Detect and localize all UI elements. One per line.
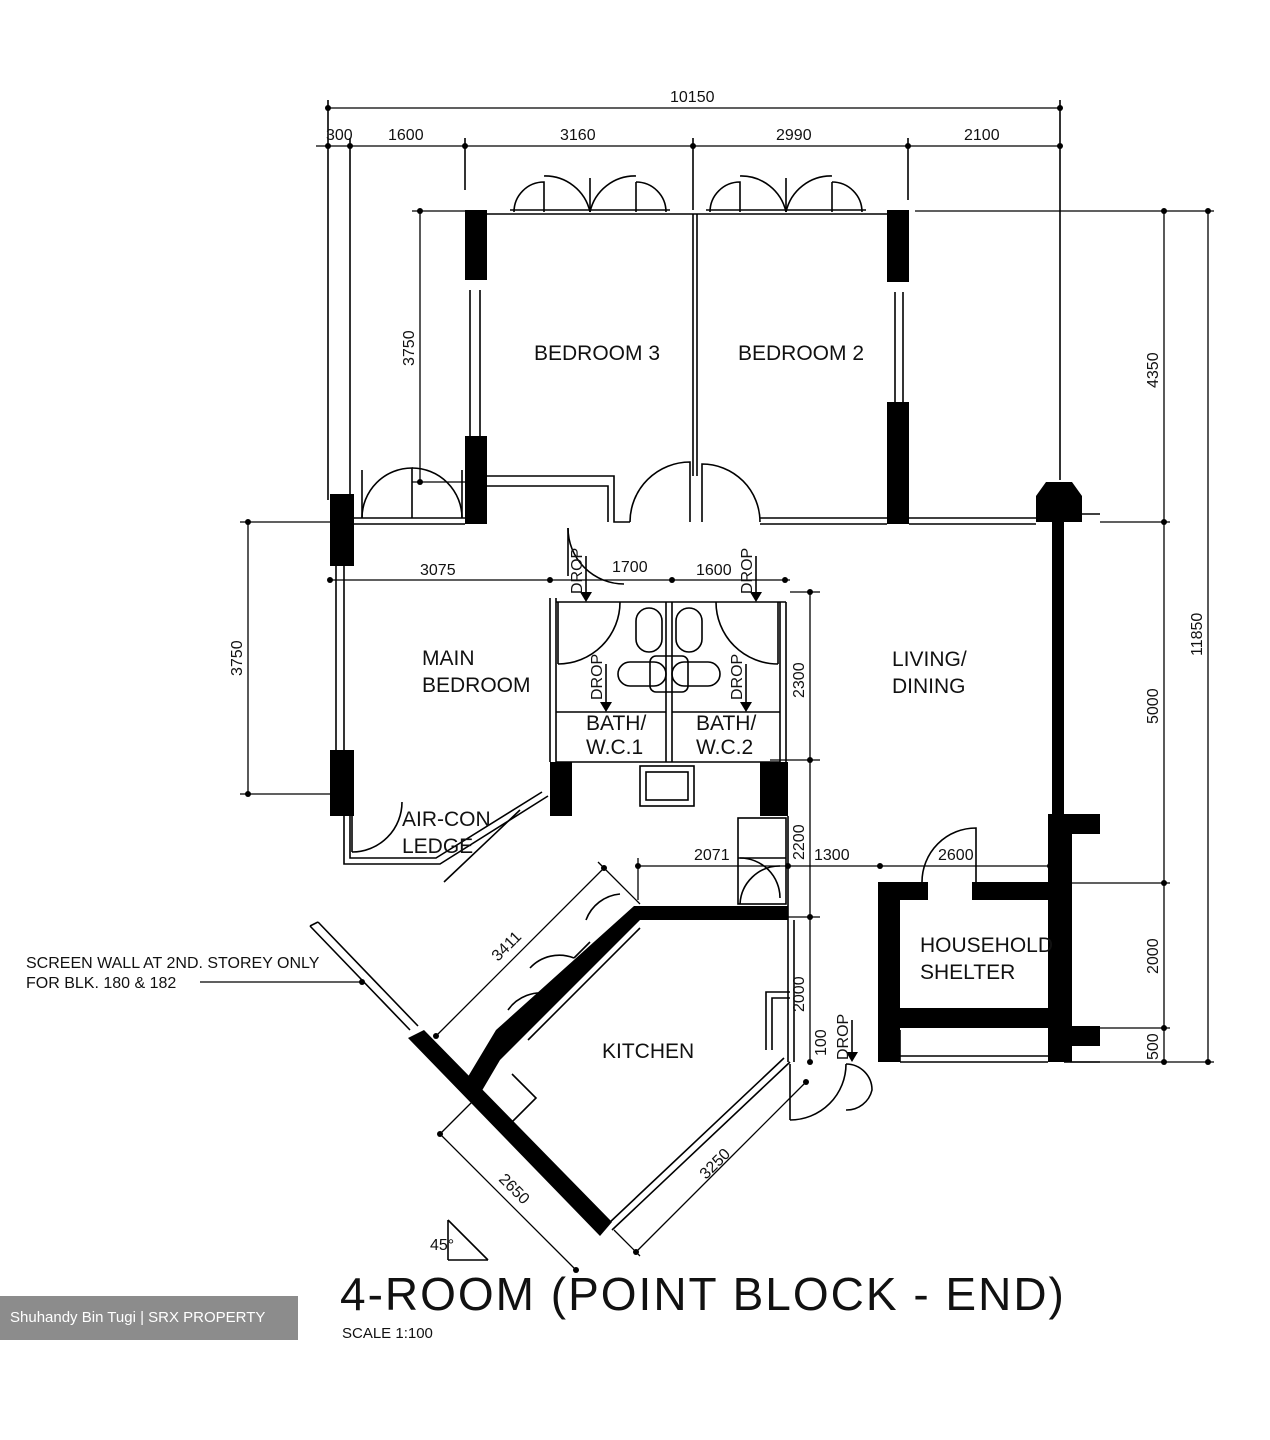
label-household-shelter-l1: HOUSEHOLD [920, 934, 1053, 957]
plan-title: 4-ROOM (POINT BLOCK - END) [340, 1268, 1066, 1320]
room-labels: BEDROOM 3 BEDROOM 2 MAIN BEDROOM LIVING/… [402, 342, 1053, 1063]
dim-main-bedroom-width: 3075 [420, 562, 456, 579]
watermark: Shuhandy Bin Tugi | SRX PROPERTY [0, 1296, 298, 1340]
label-bath-1-l1: BATH/ [586, 712, 646, 735]
label-bath-2-l1: BATH/ [696, 712, 756, 735]
structural-walls [330, 210, 1100, 1236]
plan-scale: SCALE 1:100 [342, 1325, 433, 1342]
dim-bath-depth: 2300 [791, 662, 808, 698]
dim-overall-width: 10150 [670, 89, 715, 106]
dim-shelter-gap: 1300 [814, 847, 850, 864]
dim-bath2-width: 1600 [696, 562, 732, 579]
label-household-shelter-l2: SHELTER [920, 961, 1015, 984]
drop-label-3: DROP [589, 654, 606, 700]
label-bath-1-l2: W.C.1 [586, 736, 643, 759]
drop-labels: DROP DROP DROP DROP DROP [569, 548, 852, 1060]
label-aircon-ledge-l2: LEDGE [402, 835, 473, 858]
partition-lines [309, 209, 1100, 1231]
dimension-lines [200, 100, 1214, 1273]
dim-left-lower: 3750 [229, 640, 246, 676]
angle-label: 45° [430, 1237, 454, 1254]
dim-bath1-width: 1700 [612, 559, 648, 576]
dim-overall-height: 11850 [1189, 613, 1206, 656]
label-aircon-ledge-l1: AIR-CON [402, 808, 491, 831]
drop-label-4: DROP [729, 654, 746, 700]
dim-top-3160: 3160 [560, 127, 596, 144]
dim-kitchen-entry: 2071 [694, 847, 730, 864]
notes: SCREEN WALL AT 2ND. STOREY ONLY FOR BLK.… [26, 955, 320, 992]
dim-top-300: 300 [326, 127, 353, 144]
dim-kitchen-right: 3250 [697, 1146, 734, 1183]
dim-kitchen-left: 2650 [495, 1171, 532, 1208]
dim-kitchen-side-2000: 2000 [791, 976, 808, 1012]
dim-top-1600: 1600 [388, 127, 424, 144]
dim-right-5000: 5000 [1145, 688, 1162, 724]
dim-left-upper: 3750 [401, 330, 418, 366]
label-main-bedroom-l1: MAIN [422, 647, 475, 670]
label-kitchen: KITCHEN [602, 1040, 694, 1063]
drop-label-2: DROP [739, 548, 756, 594]
drop-label-5: DROP [835, 1014, 852, 1060]
dim-right-4350: 4350 [1145, 352, 1162, 388]
dim-kitchen-top: 3411 [489, 928, 525, 964]
drop-arrows [580, 556, 858, 1062]
sanitary-fixtures [617, 607, 721, 693]
dim-shelter-width: 2600 [938, 847, 974, 864]
label-main-bedroom-l2: BEDROOM [422, 674, 531, 697]
label-bedroom-3: BEDROOM 3 [534, 342, 660, 365]
label-living-dining-l2: DINING [892, 675, 966, 698]
label-bath-2-l2: W.C.2 [696, 736, 753, 759]
angle-marker: 45° [430, 1219, 489, 1261]
screen-wall-note-l2: FOR BLK. 180 & 182 [26, 975, 176, 992]
dim-right-500: 500 [1145, 1033, 1162, 1060]
drop-label-1: DROP [569, 548, 586, 594]
label-living-dining-l1: LIVING/ [892, 648, 967, 671]
dim-corridor: 2200 [791, 824, 808, 860]
door-swings [351, 175, 977, 1121]
screen-wall-note-l1: SCREEN WALL AT 2ND. STOREY ONLY [26, 955, 320, 972]
dim-right-2000: 2000 [1145, 938, 1162, 974]
dim-kitchen-side-100: 100 [813, 1029, 830, 1056]
dim-top-2990: 2990 [776, 127, 812, 144]
dim-top-2100: 2100 [964, 127, 1000, 144]
label-bedroom-2: BEDROOM 2 [738, 342, 864, 365]
